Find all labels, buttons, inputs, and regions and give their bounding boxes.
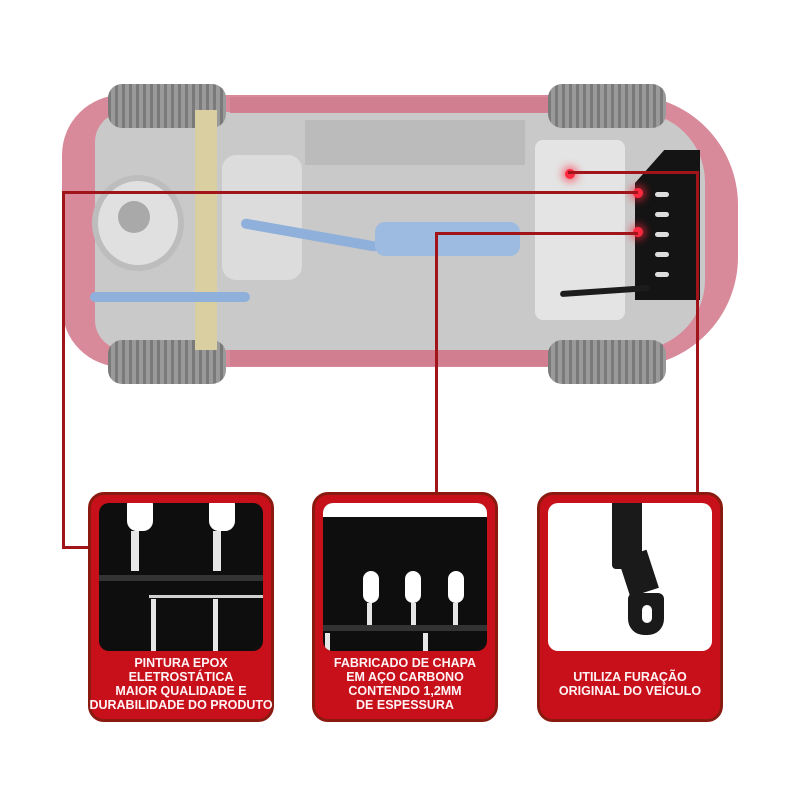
side-sill-top [230, 97, 560, 113]
plate-hole [127, 503, 153, 531]
plate-slot [448, 571, 464, 603]
fuel-tank [222, 155, 302, 280]
mounting-bracket-closeup [548, 503, 712, 651]
leader-line-holes-v [696, 171, 699, 494]
leader-line-holes-h [568, 171, 698, 174]
plate-slot [655, 232, 669, 237]
center-tunnel-bracket [305, 120, 525, 165]
hotspot-marker [633, 188, 643, 198]
rear-axle [195, 110, 217, 350]
feature-panel-original-holes: UTILIZA FURAÇÃO ORIGINAL DO VEÍCULO [537, 492, 723, 722]
hotspot-marker [633, 227, 643, 237]
feature-panel-carbon-steel: FABRICADO DE CHAPA EM AÇO CARBONO CONTEN… [312, 492, 498, 722]
muffler [375, 222, 520, 256]
plate-hole [209, 503, 235, 531]
feature-panel-epox: PINTURA EPOX ELETROSTÁTICA MAIOR QUALIDA… [88, 492, 274, 722]
leader-line-epox-h [62, 191, 638, 194]
exhaust-tailpipe [90, 292, 250, 302]
leader-line-steel-v [435, 232, 438, 494]
panel-caption: UTILIZA FURAÇÃO ORIGINAL DO VEÍCULO [558, 670, 702, 698]
plate-slot [655, 212, 669, 217]
plate-slot [655, 192, 669, 197]
bracket-bend [618, 549, 659, 598]
plate-slots-closeup [323, 503, 487, 651]
leader-line-epox-v [62, 191, 65, 548]
mounting-hole-icon [642, 605, 652, 623]
plate-slot [655, 272, 669, 277]
wheel-rear-left [108, 84, 226, 128]
plate-surface-closeup [99, 503, 263, 651]
spare-tire-hub [118, 201, 150, 233]
side-sill-bottom [230, 350, 560, 366]
wheel-front-right [548, 340, 666, 384]
leader-line-epox-end [62, 546, 90, 549]
panel-caption: FABRICADO DE CHAPA EM AÇO CARBONO CONTEN… [333, 656, 477, 712]
plate-slot [405, 571, 421, 603]
panel-caption: PINTURA EPOX ELETROSTÁTICA MAIOR QUALIDA… [89, 656, 273, 712]
hotspot-marker [565, 169, 575, 179]
leader-line-steel-h [435, 232, 638, 235]
wheel-front-left [548, 84, 666, 128]
plate-slot [363, 571, 379, 603]
plate-slot [655, 252, 669, 257]
